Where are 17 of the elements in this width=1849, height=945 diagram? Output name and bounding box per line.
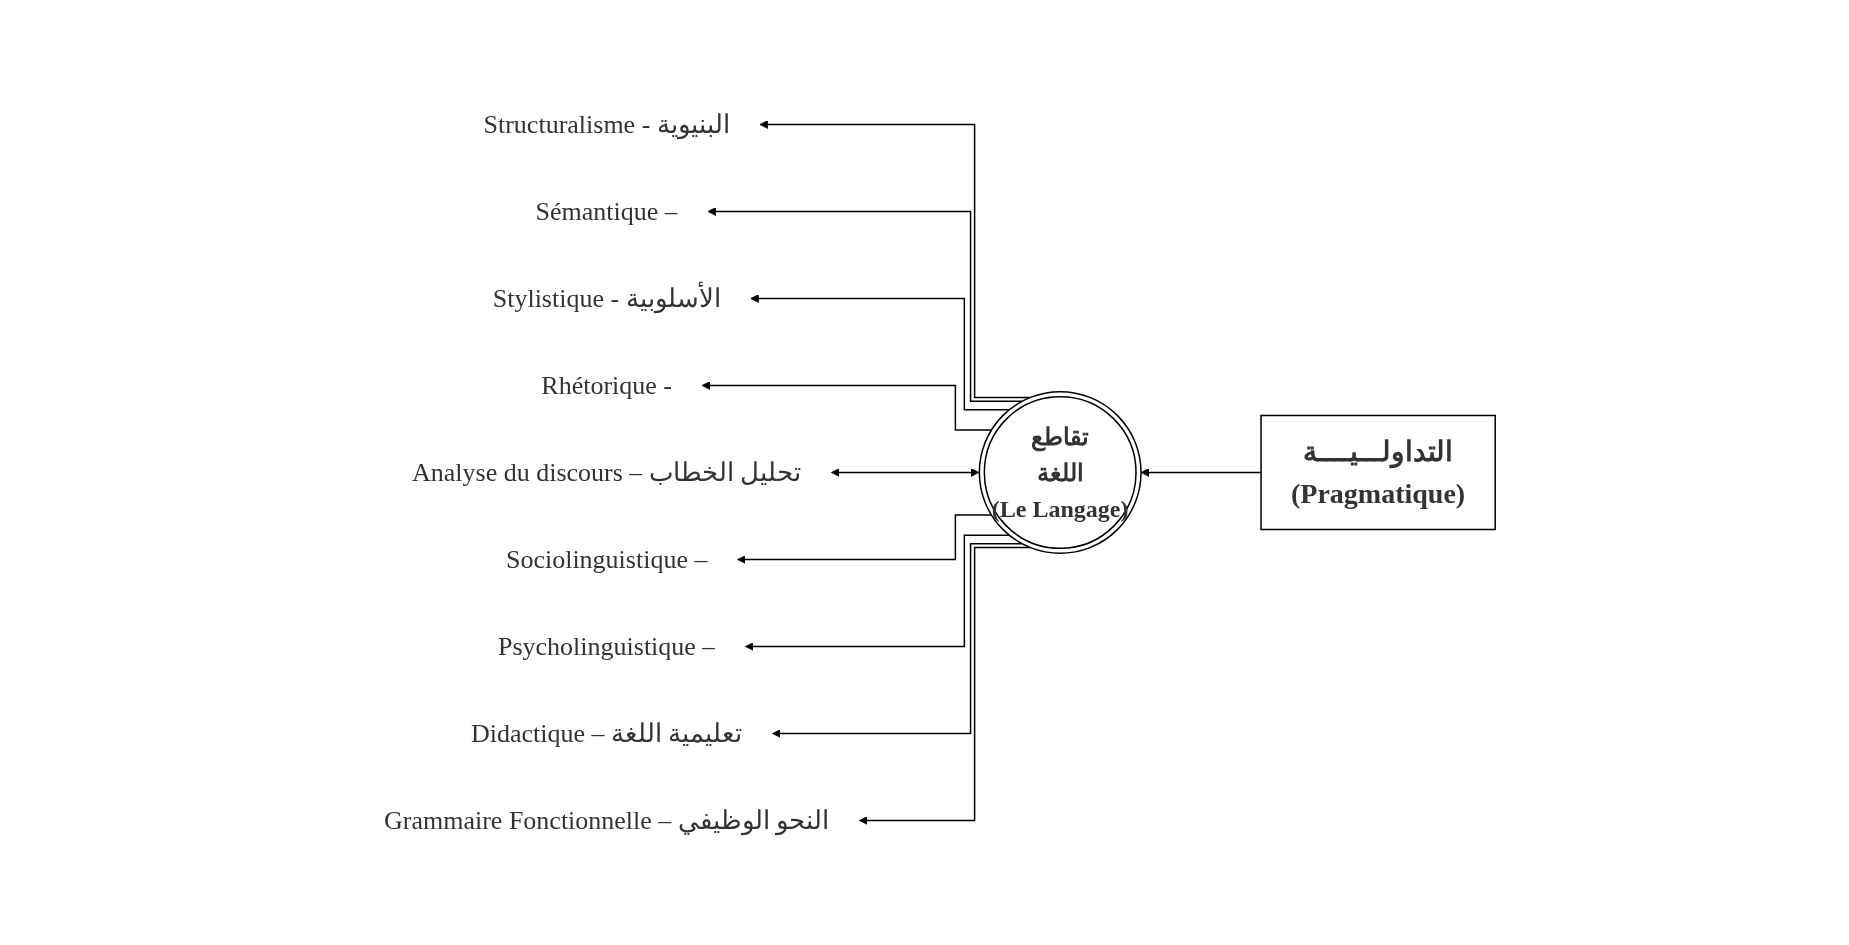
arrow bbox=[750, 294, 1010, 411]
arrow bbox=[736, 514, 993, 564]
arrow bbox=[707, 207, 1023, 403]
node-text: Structuralisme - البنيوية bbox=[483, 110, 730, 139]
node-text: Sociolinguistique – bbox=[505, 545, 708, 574]
arrow bbox=[830, 468, 980, 477]
node-text: Grammaire Fonctionnelle – النحو الوظيفي bbox=[383, 806, 830, 835]
arrow bbox=[701, 381, 993, 431]
node-text: Didactique – تعليمية اللغة bbox=[470, 719, 743, 748]
node-text: Analyse du discours – تحليل الخطاب bbox=[411, 458, 802, 487]
node-text: Sémantique – bbox=[535, 197, 678, 226]
arrow bbox=[771, 542, 1023, 738]
arrow bbox=[759, 120, 1031, 399]
arrow bbox=[744, 534, 1010, 651]
arrow bbox=[858, 546, 1031, 825]
node-text: Psycholinguistique – bbox=[497, 632, 716, 661]
node-text: Rhétorique - bbox=[541, 371, 672, 400]
